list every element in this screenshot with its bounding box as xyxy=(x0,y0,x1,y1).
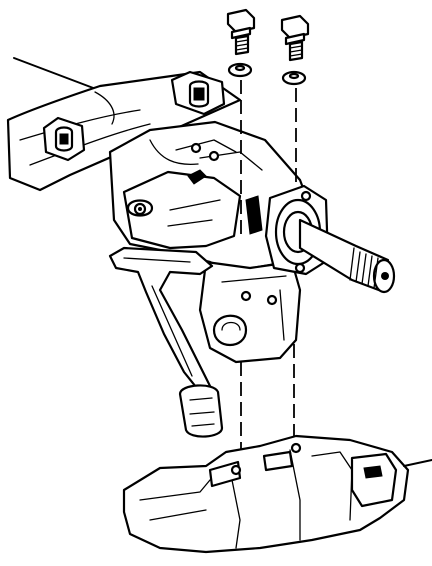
tube-clip-left xyxy=(42,116,86,162)
bolt-right xyxy=(280,14,310,62)
washer-left xyxy=(227,62,253,78)
steering-column-tube xyxy=(6,57,242,192)
bracket-arm xyxy=(108,246,214,394)
lower-mount-housing xyxy=(122,434,432,554)
washer-right xyxy=(281,70,307,86)
connector-plug xyxy=(178,384,224,438)
housing-pin-hole xyxy=(190,142,202,154)
housing-screw-boss xyxy=(126,199,154,217)
alignment-lines xyxy=(240,80,297,462)
tube-clip-right xyxy=(170,70,226,116)
bolt-left xyxy=(226,8,256,56)
lower-column-body xyxy=(198,260,302,364)
steering-shaft xyxy=(298,218,396,294)
housing-pin-hole xyxy=(208,150,220,162)
